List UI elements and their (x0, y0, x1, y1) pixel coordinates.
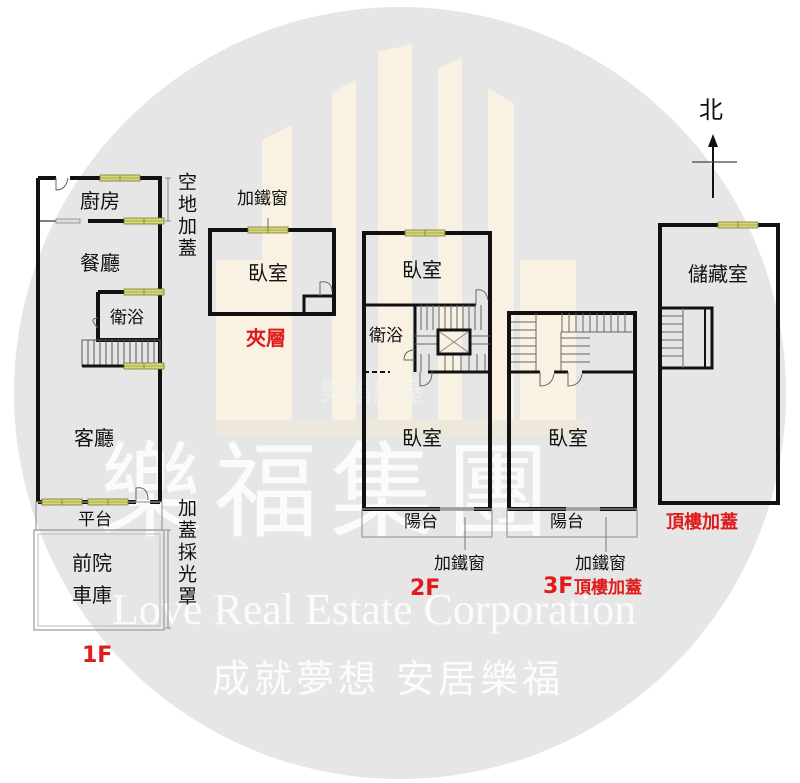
room-label-platform: 平台 (78, 510, 112, 530)
watermark-english-name: Love Real Estate Corporation (112, 585, 637, 634)
room-label-balcony-3f: 陽台 (550, 512, 584, 532)
room-label-balcony-2f: 陽台 (404, 512, 438, 532)
room-label-living: 客廳 (74, 426, 114, 450)
north-arrow-icon (692, 134, 737, 198)
room-label-bedroom-2f-front: 臥室 (402, 258, 442, 282)
annotation-iron-window-2f: 加鐵窗 (434, 554, 485, 574)
room-label-kitchen: 廚房 (80, 189, 120, 213)
room-label-bathroom-2f: 衛浴 (369, 326, 403, 346)
annotation-iron-window-mezzanine: 加鐵窗 (237, 189, 288, 209)
room-label-garage: 車庫 (72, 583, 112, 607)
room-label-bathroom-1f: 衛浴 (110, 308, 144, 328)
watermark-slogan: 成就夢想 安居樂福 (212, 657, 565, 701)
room-label-bedroom-3f: 臥室 (548, 426, 588, 450)
floor-label-3f-suffix: 頂樓加蓋 (574, 578, 642, 598)
watermark-logo-text: 樂福房屋 (320, 378, 425, 408)
floor-label-rooftop: 頂樓加蓋 (666, 512, 738, 533)
room-label-bedroom-mezzanine: 臥室 (248, 261, 288, 285)
annotation-iron-window-3f: 加鐵窗 (575, 554, 626, 574)
window-icon-mezzanine (247, 226, 289, 234)
floor-label-2f: 2F (410, 576, 441, 601)
annotation-skylight-extension: 加蓋採光罩 (175, 498, 197, 608)
room-label-front-yard: 前院 (72, 551, 112, 575)
floor-label-mezzanine: 夾層 (246, 326, 286, 350)
floor-label-3f: 3F (543, 574, 574, 599)
floor-label-1f: 1F (82, 643, 113, 668)
room-label-dining: 餐廳 (80, 251, 120, 275)
room-label-storage: 儲藏室 (688, 262, 748, 286)
window-icon-2f (404, 229, 446, 237)
room-label-bedroom-2f-rear: 臥室 (402, 426, 442, 450)
floor-3f-plan (506, 311, 638, 552)
window-icon-rooftop (717, 221, 759, 229)
annotation-open-space-extension: 空地加蓋 (175, 172, 197, 260)
compass-north-label: 北 (699, 96, 723, 124)
watermark-company-name: 樂福集團 (98, 431, 563, 553)
